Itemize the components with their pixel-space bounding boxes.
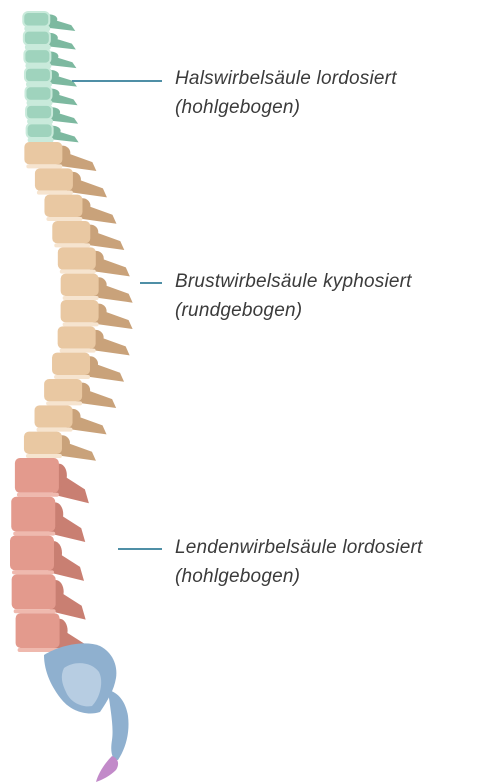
thoracic-body <box>61 274 99 296</box>
thoracic-vertebra <box>58 247 130 276</box>
cervical-body <box>24 31 50 46</box>
cervical-body <box>26 86 52 101</box>
intervertebral-disc <box>29 138 53 142</box>
cervical-vertebra <box>27 123 79 142</box>
thoracic-vertebra <box>52 221 124 250</box>
sacrum-and-coccyx <box>44 643 129 782</box>
thoracic-body <box>61 300 99 322</box>
thoracic-label: Brustwirbelsäule kyphosiert (rundgebogen… <box>175 267 412 325</box>
cervical-vertebra <box>25 68 77 87</box>
lumbar-spine <box>10 458 90 658</box>
cervical-body <box>26 105 52 120</box>
cervical-label-line1: Halswirbelsäule lordosiert <box>175 64 397 93</box>
thoracic-vertebra <box>52 353 124 382</box>
coccyx-tip <box>96 756 118 782</box>
intervertebral-disc <box>63 322 99 326</box>
lumbar-body <box>16 613 60 648</box>
thoracic-vertebra <box>35 405 107 434</box>
thoracic-vertebra <box>61 274 133 303</box>
thoracic-vertebra <box>24 142 96 171</box>
lumbar-body <box>12 574 56 609</box>
thoracic-leader-line <box>140 282 162 284</box>
intervertebral-disc <box>14 609 56 613</box>
cervical-spine <box>23 12 78 142</box>
cervical-vertebra <box>24 49 76 68</box>
cervical-vertebra <box>26 105 78 124</box>
thoracic-body <box>58 247 96 269</box>
lumbar-body <box>10 536 54 571</box>
cervical-body <box>24 49 50 64</box>
thoracic-body <box>44 195 82 217</box>
thoracic-body <box>24 432 62 454</box>
lumbar-vertebra <box>12 574 86 619</box>
cervical-vertebra <box>23 12 75 31</box>
thoracic-vertebra <box>44 379 116 408</box>
intervertebral-disc <box>37 191 73 195</box>
thoracic-label-line2: (rundgebogen) <box>175 296 412 325</box>
thoracic-body <box>35 405 73 427</box>
thoracic-vertebra <box>24 432 96 461</box>
lumbar-body <box>11 497 55 532</box>
cervical-body <box>25 68 51 83</box>
lumbar-label-line1: Lendenwirbelsäule lordosiert <box>175 533 422 562</box>
cervical-vertebra <box>26 86 78 105</box>
cervical-label-line2: (hohlgebogen) <box>175 93 397 122</box>
thoracic-vertebra <box>61 300 133 329</box>
intervertebral-disc <box>13 532 55 536</box>
intervertebral-disc <box>60 270 96 274</box>
lumbar-vertebra <box>10 536 84 581</box>
thoracic-body <box>35 168 73 190</box>
thoracic-body <box>58 326 96 348</box>
thoracic-vertebra <box>58 326 130 355</box>
thoracic-vertebra <box>44 195 116 224</box>
intervertebral-disc <box>46 401 82 405</box>
intervertebral-disc <box>60 349 96 353</box>
intervertebral-disc <box>12 570 54 574</box>
lumbar-vertebra <box>15 458 89 503</box>
lumbar-leader-line <box>118 548 162 550</box>
intervertebral-disc <box>37 428 73 432</box>
cervical-leader-line <box>72 80 162 82</box>
coccyx-upper <box>108 690 129 760</box>
intervertebral-disc <box>26 454 62 458</box>
lumbar-vertebra <box>11 497 85 542</box>
lumbar-body <box>15 458 59 493</box>
thoracic-body <box>44 379 82 401</box>
cervical-body <box>27 123 53 138</box>
thoracic-body <box>52 353 90 375</box>
intervertebral-disc <box>54 243 90 247</box>
thoracic-label-line1: Brustwirbelsäule kyphosiert <box>175 267 412 296</box>
lumbar-label: Lendenwirbelsäule lordosiert (hohlgeboge… <box>175 533 422 591</box>
intervertebral-disc <box>63 296 99 300</box>
lumbar-label-line2: (hohlgebogen) <box>175 562 422 591</box>
intervertebral-disc <box>17 493 59 497</box>
cervical-label: Halswirbelsäule lordosiert (hohlgebogen) <box>175 64 397 122</box>
cervical-body <box>23 12 49 27</box>
thoracic-body <box>52 221 90 243</box>
intervertebral-disc <box>54 375 90 379</box>
intervertebral-disc <box>26 164 62 168</box>
thoracic-body <box>24 142 62 164</box>
cervical-vertebra <box>24 31 76 50</box>
thoracic-vertebra <box>35 168 107 197</box>
intervertebral-disc <box>46 217 82 221</box>
thoracic-spine <box>24 142 133 461</box>
